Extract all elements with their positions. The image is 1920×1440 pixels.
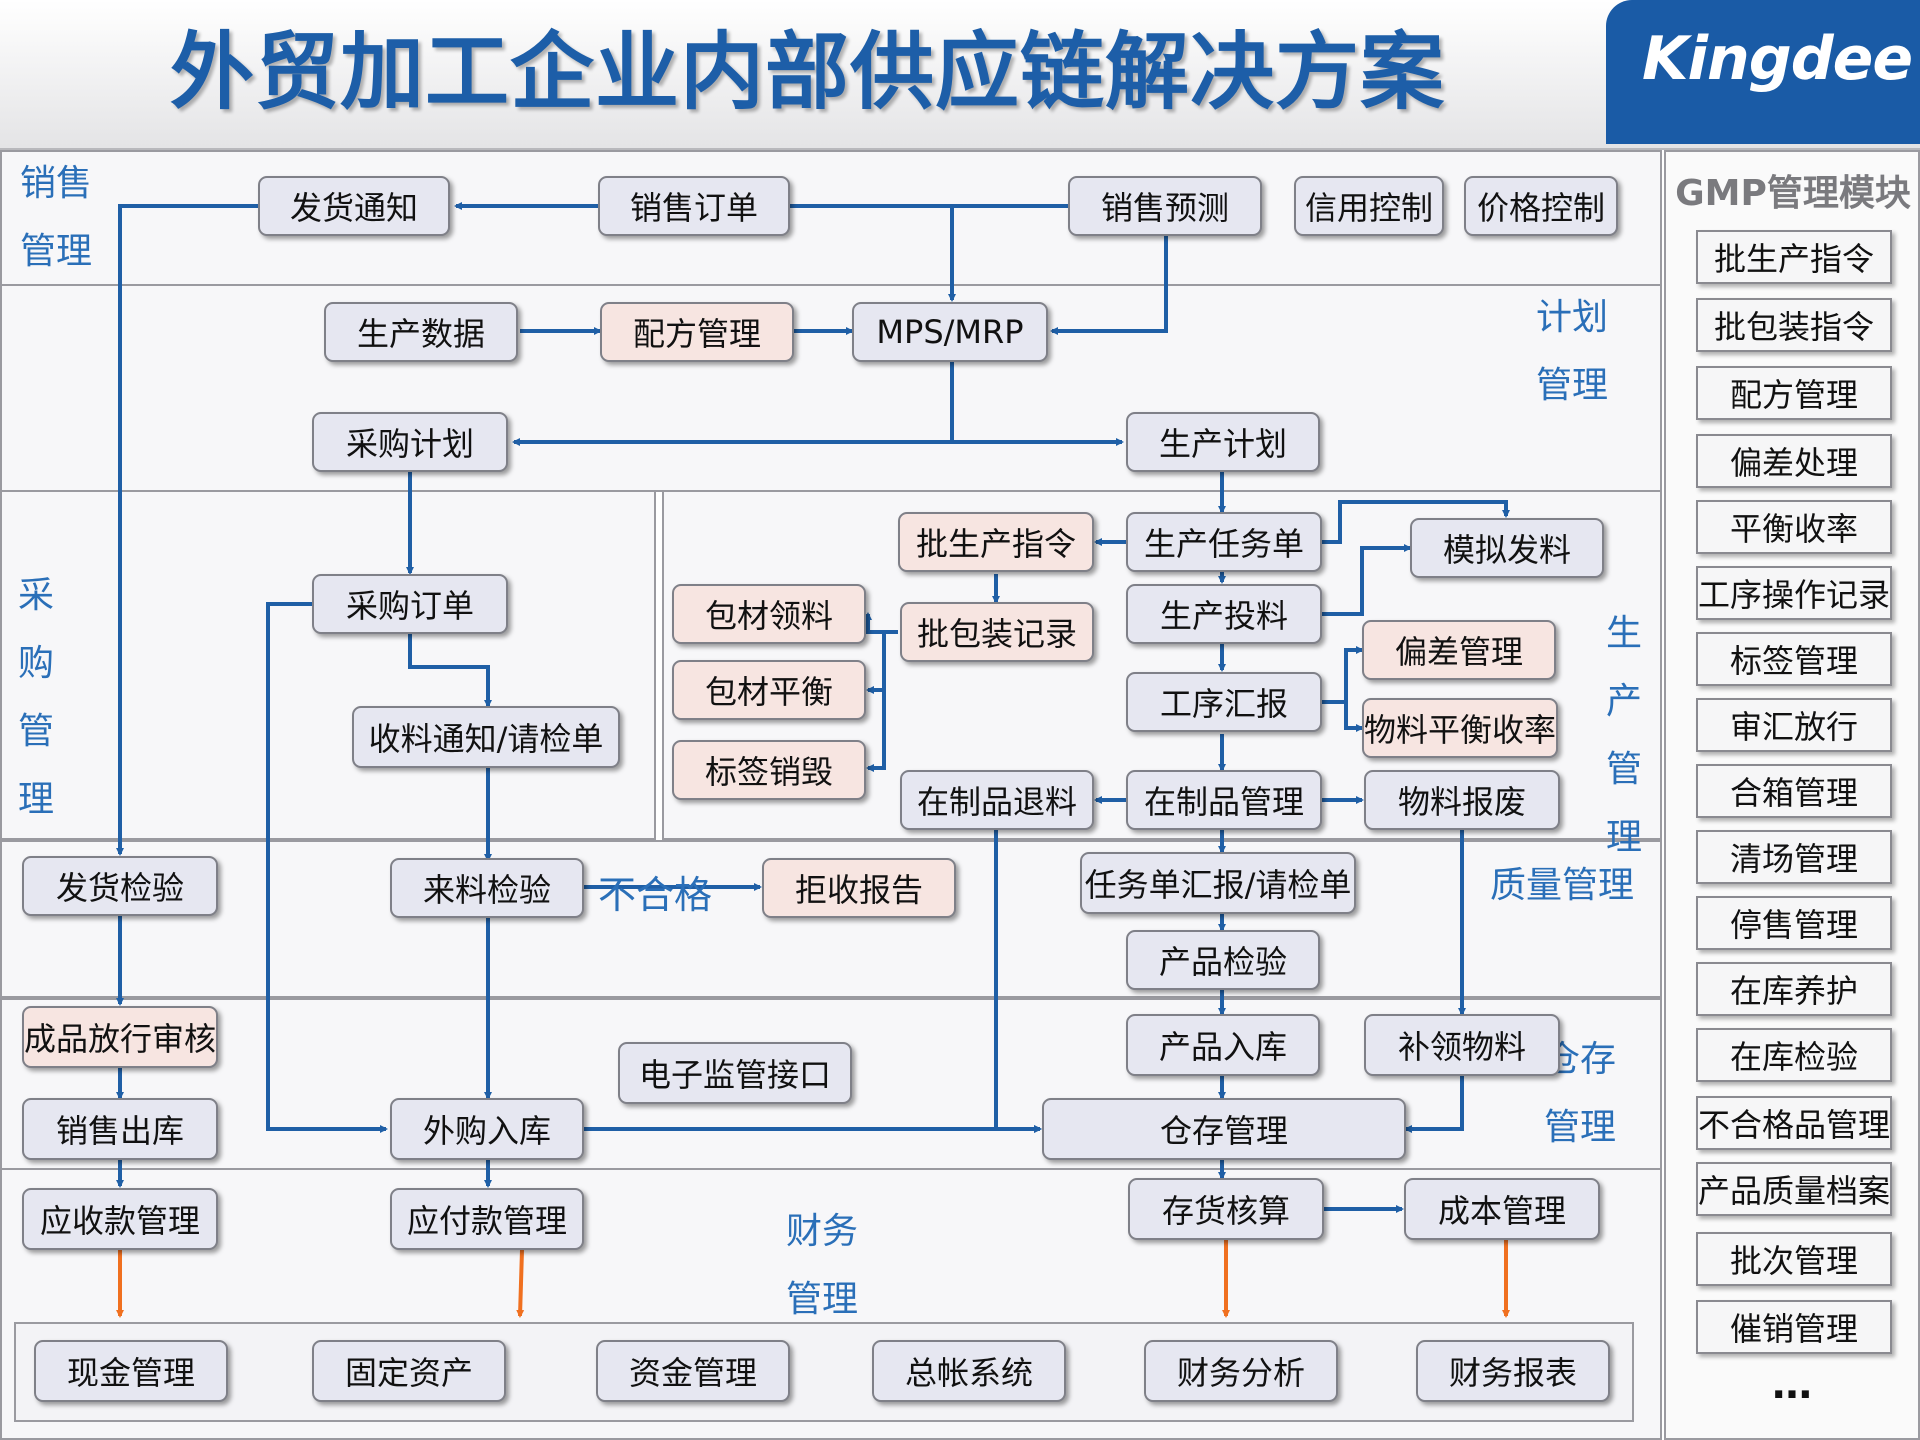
node-wuliao-pingheng-shoulv: 物料平衡收率 [1362, 698, 1558, 758]
zone-label-plan: 计划管理 [1536, 297, 1609, 406]
node-chanpin-jianyan: 产品检验 [1126, 930, 1320, 990]
arrow-feed-to-simulate [1322, 544, 1412, 616]
node-waigou-ruku: 外购入库 [390, 1098, 584, 1160]
zone-label-finance: 财务管理 [786, 1211, 859, 1320]
gmp-item: 停售管理 [1696, 896, 1892, 950]
gmp-item: 不合格品管理 [1696, 1096, 1892, 1150]
node-xinyong-kongzhi: 信用控制 [1294, 176, 1444, 236]
gmp-more-ellipsis: … [1772, 1362, 1816, 1408]
arrow-packrecord-to-packbalance [866, 632, 886, 694]
page-title: 外贸加工企业内部供应链解决方案 [170, 23, 1446, 121]
arrow-task-to-simulate [1322, 500, 1510, 544]
node-shengchan-jihua: 生产计划 [1126, 412, 1320, 472]
node-caiwu-baobiao: 财务报表 [1416, 1340, 1610, 1402]
node-caigou-jihua: 采购计划 [312, 412, 508, 472]
node-jushou-baogao: 拒收报告 [762, 858, 956, 918]
node-wuliao-baofei: 物料报废 [1364, 770, 1560, 830]
logo-text: Kingdee [1642, 24, 1913, 94]
node-yingfukuan: 应付款管理 [390, 1188, 584, 1250]
node-dianzi-jianguan: 电子监管接口 [618, 1042, 852, 1104]
node-moni-faliao: 模拟发料 [1410, 518, 1604, 578]
node-fahuo-tongzhi: 发货通知 [258, 176, 450, 236]
node-lailiao-jianyan: 来料检验 [390, 858, 584, 918]
arrow-packrecord-to-labeldestroy [866, 690, 886, 772]
arrow-po-to-waigou [266, 602, 388, 1133]
zone-purchase [0, 490, 656, 840]
zone-label-purchase: 采购管理 [18, 575, 55, 820]
gmp-item: 合箱管理 [1696, 764, 1892, 818]
gmp-item: 批次管理 [1696, 1232, 1892, 1286]
node-cangcun-guanli: 仓存管理 [1042, 1098, 1406, 1160]
gmp-item: 偏差处理 [1696, 434, 1892, 488]
node-yingshoukuan: 应收款管理 [22, 1188, 218, 1250]
label-buhege: 不合格 [598, 873, 713, 917]
node-xiaoshou-yuce: 销售预测 [1068, 176, 1262, 236]
node-peifang-guanli: 配方管理 [600, 302, 794, 362]
kingdee-logo: Kingdee [1606, 0, 1920, 144]
node-xiaoshou-dingdan: 销售订单 [598, 176, 790, 236]
arrow-forecast-down-to-mps [1050, 236, 1168, 335]
zone-plan [0, 284, 1662, 492]
node-shengchan-shuju: 生产数据 [324, 302, 518, 362]
arrow-reissue-to-warehouse [1404, 1076, 1464, 1133]
arrow-report-to-deviation [1322, 646, 1364, 704]
node-zijin-guanli: 资金管理 [596, 1340, 790, 1402]
header-bar: 外贸加工企业内部供应链解决方案 Kingdee [0, 0, 1920, 150]
node-biaoqian-xiaohui: 标签销毁 [672, 740, 866, 800]
gmp-item: 配方管理 [1696, 366, 1892, 420]
node-mps-mrp: MPS/MRP [852, 302, 1048, 362]
gmp-item: 清场管理 [1696, 830, 1892, 884]
gmp-item: 工序操作记录 [1696, 566, 1892, 620]
node-chengpin-fangxing: 成品放行审核 [22, 1006, 218, 1068]
node-xianjin-guanli: 现金管理 [34, 1340, 228, 1402]
node-buling-wuliao: 补领物料 [1364, 1014, 1560, 1076]
node-cunhuo-hesuan: 存货核算 [1128, 1178, 1324, 1240]
node-guding-zichan: 固定资产 [312, 1340, 506, 1402]
node-gongxu-huibao: 工序汇报 [1126, 672, 1322, 732]
zone-label-production: 生产管理 [1606, 613, 1643, 858]
arrow-packrecord-to-packpick [864, 612, 898, 634]
node-caiwu-fenxi: 财务分析 [1144, 1340, 1338, 1402]
node-baocai-lingliao: 包材领料 [672, 584, 866, 644]
node-zongzhang-xitong: 总帐系统 [872, 1340, 1066, 1402]
arrow-po-to-receiving [408, 634, 492, 708]
arrow-report-to-balance [1344, 702, 1364, 732]
gmp-item: 批包装指令 [1696, 298, 1892, 352]
gmp-item: 催销管理 [1696, 1300, 1892, 1354]
node-shengchan-touliao: 生产投料 [1126, 584, 1322, 644]
node-jiage-kongzhi: 价格控制 [1464, 176, 1618, 236]
node-chengben-guanli: 成本管理 [1404, 1178, 1600, 1240]
gmp-item: 标签管理 [1696, 632, 1892, 686]
node-caigou-dingdan: 采购订单 [312, 574, 508, 634]
node-zaizhipin-tuiliao: 在制品退料 [900, 770, 1094, 830]
arrow-wipreturn-to-warehouse [994, 830, 1042, 1133]
arrow-mps-to-purchaseplan [512, 362, 954, 446]
node-renwudan-huibao: 任务单汇报/请检单 [1080, 852, 1356, 914]
node-pi-shengchan-zhiling: 批生产指令 [898, 512, 1094, 572]
gmp-title: GMP管理模块 [1675, 173, 1911, 214]
node-piancha-guanli: 偏差管理 [1362, 620, 1556, 680]
finance-subsystems-band [14, 1322, 1634, 1422]
arrow-ap-to-finance [516, 1249, 525, 1318]
node-pi-baozhuang-jilu: 批包装记录 [900, 602, 1094, 662]
gmp-item: 批生产指令 [1696, 230, 1892, 284]
gmp-item: 在库养护 [1696, 962, 1892, 1016]
zone-label-quality: 质量管理 [1490, 865, 1635, 906]
arrow-notice-to-shipcheck [116, 204, 258, 856]
node-xiaoshou-chuku: 销售出库 [22, 1098, 218, 1160]
gmp-item: 审汇放行 [1696, 698, 1892, 752]
node-zaizhipin-guanli: 在制品管理 [1126, 770, 1322, 830]
gmp-item: 平衡收率 [1696, 500, 1892, 554]
zone-label-sales: 销售管理 [20, 163, 93, 272]
node-baocai-pingheng: 包材平衡 [672, 660, 866, 720]
node-shouliao-tongzhi: 收料通知/请检单 [352, 706, 620, 768]
node-shengchan-renwudan: 生产任务单 [1126, 512, 1322, 572]
node-fahuo-jianyan: 发货检验 [22, 856, 218, 916]
gmp-item: 产品质量档案 [1696, 1162, 1892, 1216]
gmp-item: 在库检验 [1696, 1028, 1892, 1082]
node-chanpin-ruku: 产品入库 [1126, 1014, 1320, 1076]
